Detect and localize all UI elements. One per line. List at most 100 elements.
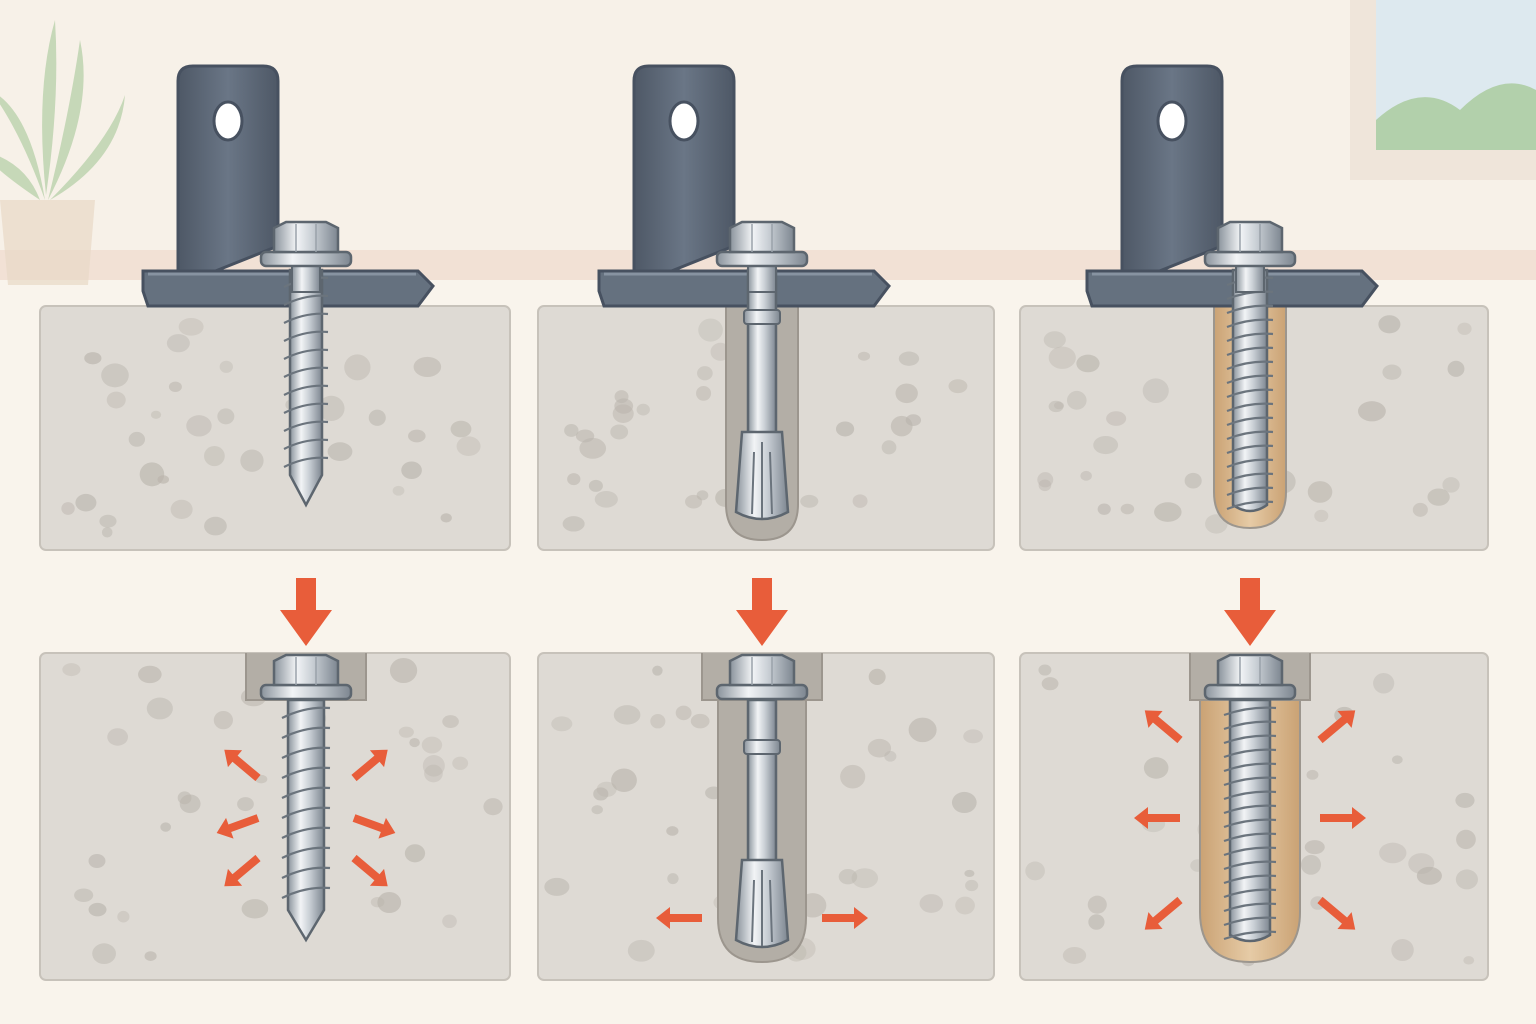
- aggregate-speck: [884, 750, 897, 762]
- force-arrow: [224, 749, 261, 782]
- bolt-head: [1203, 653, 1297, 701]
- concrete-block: [39, 652, 511, 981]
- aggregate-speck: [919, 894, 944, 913]
- bolt-head: [259, 653, 353, 701]
- thread: [283, 438, 329, 450]
- hex-head: [1216, 220, 1284, 254]
- concrete-block: [39, 305, 511, 551]
- aggregate-speck: [1463, 956, 1475, 965]
- aggregate-speck: [377, 891, 402, 914]
- force-arrow-shape: [216, 814, 260, 839]
- aggregate-speck: [1378, 315, 1401, 334]
- aggregate-speck: [551, 716, 573, 732]
- thread: [1226, 388, 1274, 399]
- aggregate-speck: [835, 421, 855, 437]
- thread: [1226, 360, 1274, 371]
- concrete-screw-installed: [39, 64, 511, 551]
- force-arrow-shape: [1317, 710, 1356, 744]
- aggregate-speck: [1037, 472, 1054, 488]
- washer-flange: [715, 683, 809, 701]
- hex-facets: [751, 657, 773, 685]
- thread: [1223, 734, 1277, 745]
- applied-load-arrow: [1224, 578, 1276, 646]
- aggregate-speck: [204, 445, 225, 467]
- aggregate-speck: [800, 494, 819, 508]
- wedge-anchor-body: [734, 268, 790, 521]
- thread: [283, 384, 329, 396]
- thread: [281, 726, 331, 739]
- aggregate-speck: [697, 366, 713, 381]
- aggregate-speck: [614, 398, 634, 414]
- aggregate-speck: [84, 352, 102, 365]
- aggregate-speck: [1306, 769, 1319, 780]
- plant-leaf: [42, 20, 57, 195]
- aggregate-speck: [1088, 914, 1105, 930]
- thread: [281, 746, 331, 759]
- aggregate-speck: [1053, 401, 1065, 410]
- aggregate-speck: [61, 502, 75, 515]
- aggregate-speck: [217, 408, 235, 425]
- thread: [281, 786, 331, 799]
- wedge-anchor-mechanism: [537, 578, 995, 981]
- aggregate-speck: [1412, 502, 1428, 517]
- aggregate-speck: [1066, 390, 1087, 410]
- aggregate-speck: [344, 354, 371, 381]
- aggregate-speck: [237, 797, 254, 812]
- hex-facets: [295, 224, 317, 252]
- aggregate-speck: [1447, 360, 1465, 377]
- thread: [1223, 930, 1277, 941]
- thread: [283, 420, 329, 432]
- aggregate-speck: [168, 381, 182, 393]
- plant-leaf: [0, 156, 40, 200]
- aggregate-speck: [650, 713, 666, 729]
- aggregate-speck: [88, 902, 107, 917]
- force-arrow-shape: [224, 749, 261, 782]
- aggregate-speck: [867, 738, 892, 758]
- thread: [1223, 804, 1277, 815]
- aggregate-speck: [636, 403, 650, 416]
- bracket-vertical-leg: [632, 64, 736, 296]
- aggregate-speck: [213, 710, 233, 730]
- thread: [281, 766, 331, 779]
- aggregate-speck: [1307, 481, 1333, 503]
- thread: [1226, 318, 1274, 329]
- applied-load-arrow: [280, 578, 332, 646]
- aggregate-speck: [452, 756, 469, 770]
- aggregate-speck: [117, 910, 130, 923]
- aggregate-speck: [177, 791, 192, 805]
- thread: [281, 886, 331, 899]
- aggregate-speck: [186, 415, 212, 437]
- bolt-head: [259, 220, 353, 268]
- thread: [283, 366, 329, 378]
- bracket-hole: [212, 100, 244, 142]
- aggregate-speck: [138, 665, 162, 684]
- aggregate-speck: [74, 888, 94, 903]
- hex-head: [272, 653, 340, 687]
- aggregate-speck: [450, 420, 472, 438]
- clip-slots: [751, 870, 773, 946]
- force-arrow: [351, 749, 388, 782]
- aggregate-speck: [963, 729, 983, 744]
- force-arrow-shape: [822, 907, 868, 929]
- hex-facets: [751, 224, 773, 252]
- aggregate-speck: [562, 516, 585, 532]
- force-arrow-shape: [1320, 807, 1366, 829]
- thread: [1223, 790, 1277, 801]
- screw-shaft: [281, 698, 331, 943]
- aggregate-speck: [840, 764, 866, 789]
- potted-plant: [0, 20, 125, 285]
- thread: [281, 866, 331, 879]
- aggregate-speck: [389, 657, 418, 684]
- force-arrow: [216, 814, 260, 839]
- aggregate-speck: [851, 868, 879, 889]
- force-arrow: [1320, 807, 1366, 829]
- threaded-rod: [1226, 268, 1274, 513]
- thread: [1223, 874, 1277, 885]
- aggregate-speck: [409, 737, 420, 748]
- thread: [1226, 374, 1274, 385]
- aggregate-speck: [1048, 400, 1064, 413]
- thread: [281, 806, 331, 819]
- aggregate-speck: [610, 424, 629, 440]
- steel-angle-bracket: [597, 64, 891, 308]
- aggregate-speck: [318, 395, 345, 422]
